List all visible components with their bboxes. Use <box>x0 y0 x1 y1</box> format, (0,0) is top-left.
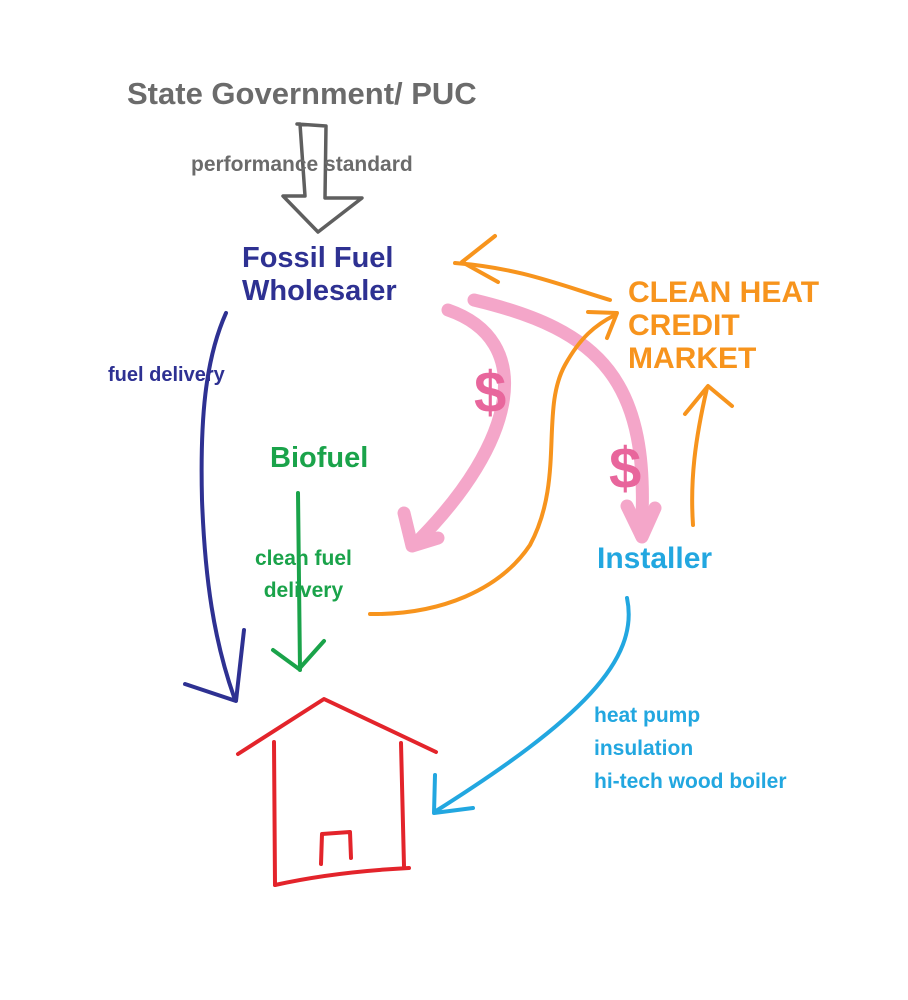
payment-arrow-to-biofuel <box>397 303 511 553</box>
state-government-node: State Government/ PUC <box>127 76 477 111</box>
dollar-sign-1: $ <box>474 360 507 425</box>
clean-fuel-line-2: delivery <box>263 579 344 602</box>
installer-services-label: heat pump insulation hi-tech wood boiler <box>594 699 787 798</box>
clean-fuel-delivery-arrow <box>271 491 326 672</box>
clean-heat-credit-market-node: CLEAN HEAT CREDIT MARKET <box>628 276 819 375</box>
credit-market-line-2: CREDIT <box>628 309 740 342</box>
wholesaler-line-2: Wholesaler <box>242 275 397 307</box>
credit-market-line-3: MARKET <box>628 342 757 375</box>
installer-node: Installer <box>597 542 713 575</box>
clean-fuel-line-1: clean fuel <box>255 547 352 570</box>
service-insulation: insulation <box>594 737 694 760</box>
clean-fuel-delivery-label: clean fuel delivery <box>255 543 352 607</box>
credit-arrow-from-biofuel <box>368 310 619 617</box>
fuel-delivery-arrow <box>183 311 246 703</box>
payment-arrow-to-installer <box>467 293 662 544</box>
credit-arrow-from-installer <box>683 384 734 527</box>
service-heat-pump: heat pump <box>594 704 701 727</box>
performance-standard-label: performance standard <box>191 153 413 176</box>
fossil-fuel-wholesaler-node: Fossil Fuel Wholesaler <box>242 242 397 308</box>
biofuel-node: Biofuel <box>270 442 369 474</box>
credit-arrow-to-wholesaler <box>453 234 612 302</box>
fuel-delivery-label: fuel delivery <box>108 364 225 386</box>
credit-market-line-1: CLEAN HEAT <box>628 276 820 309</box>
performance-standard-arrow <box>281 122 364 234</box>
dollar-sign-2: $ <box>609 436 642 501</box>
wholesaler-line-1: Fossil Fuel <box>242 242 394 274</box>
house-icon <box>236 697 438 887</box>
service-wood-boiler: hi-tech wood boiler <box>594 770 787 793</box>
installer-services-arrow <box>432 596 631 815</box>
